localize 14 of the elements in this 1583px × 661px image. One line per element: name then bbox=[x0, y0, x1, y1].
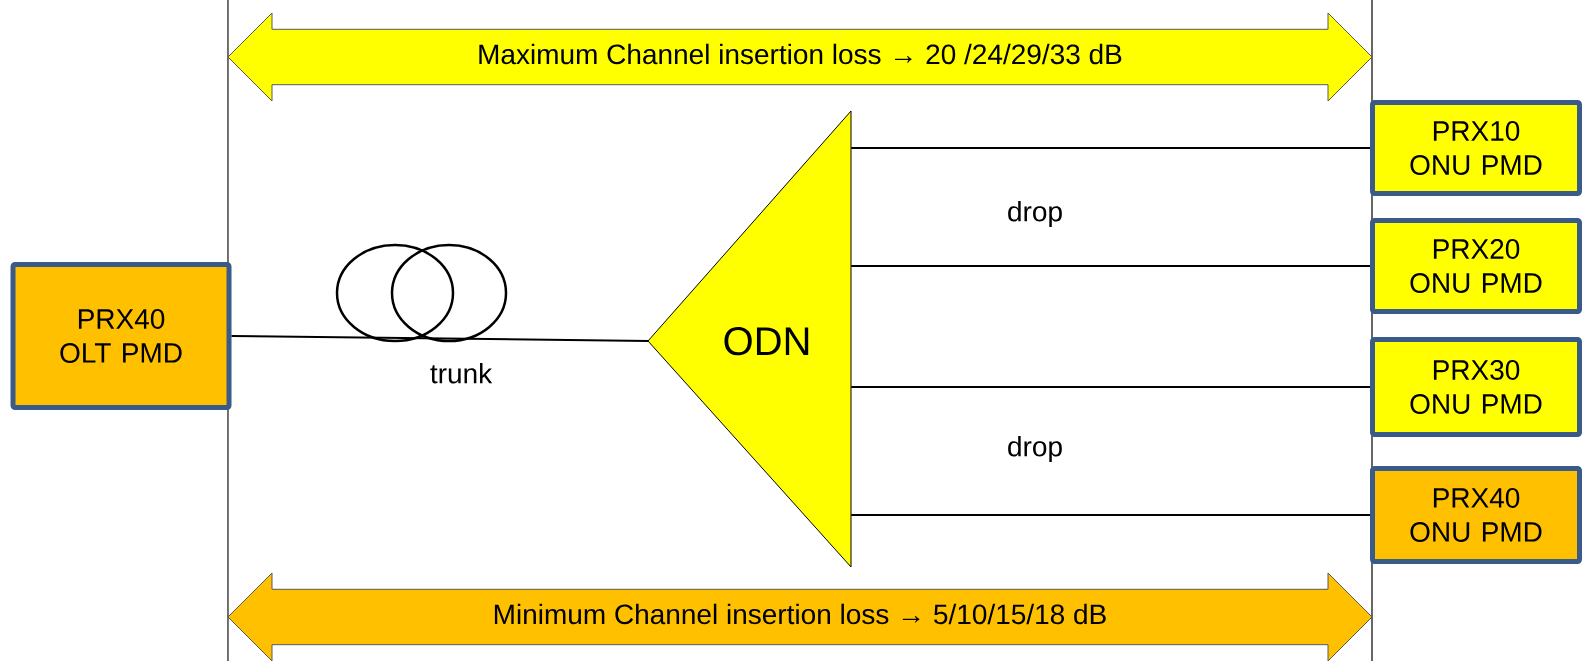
pmd-box: PRX10 ONU PMD bbox=[1370, 100, 1582, 196]
connector-line bbox=[850, 386, 1371, 388]
splitter-triangle: ODN bbox=[647, 110, 852, 568]
pmd-box: PRX30 ONU PMD bbox=[1370, 337, 1582, 437]
connector-line bbox=[850, 265, 1371, 267]
pmd-box: PRX40 ONU PMD bbox=[1370, 466, 1582, 564]
segment-label: drop bbox=[1008, 200, 1062, 228]
pmd-box: PRX40 OLT PMD bbox=[10, 262, 232, 410]
connector-line bbox=[850, 147, 1371, 149]
segment-label: drop bbox=[1008, 435, 1062, 463]
connector-line bbox=[850, 514, 1371, 516]
edge-label: trunk bbox=[430, 362, 493, 384]
connector-line bbox=[230, 335, 650, 342]
pmd-box: PRX20 ONU PMD bbox=[1370, 218, 1582, 314]
